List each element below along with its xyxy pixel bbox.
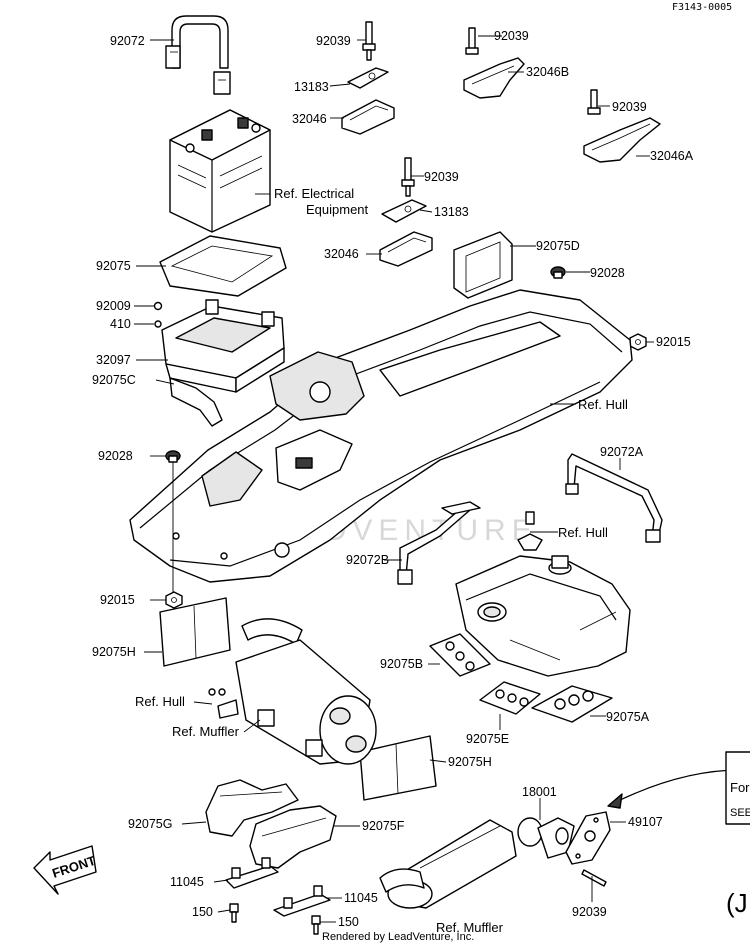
label-ref-electrical[interactable]: Ref. Electrical <box>274 186 354 201</box>
label-32097[interactable]: 32097 <box>96 353 131 367</box>
label-92075[interactable]: 92075 <box>96 259 131 273</box>
label-11045-a[interactable]: 11045 <box>170 875 204 889</box>
side-box-line-1: For <box>730 780 750 795</box>
bracket-32046A-part[interactable] <box>583 117 661 163</box>
label-ref-hull-c[interactable]: Ref. Hull <box>135 694 185 709</box>
label-150-b[interactable]: 150 <box>338 915 359 929</box>
bolt-92039-d-part[interactable] <box>401 157 415 197</box>
battery-pad-part[interactable] <box>159 235 287 297</box>
label-92075D[interactable]: 92075D <box>536 239 580 253</box>
front-direction-arrow: FRONT <box>33 845 98 895</box>
label-32046-b[interactable]: 32046 <box>324 247 359 261</box>
pad-92075B-part[interactable] <box>429 633 491 677</box>
bolt-92039-a-part[interactable] <box>362 21 376 61</box>
hull-clip-part[interactable] <box>517 511 543 551</box>
label-11045-b[interactable]: 11045 <box>344 891 378 905</box>
fuel-strap-92072B-part[interactable] <box>397 501 481 585</box>
bolt-150-b-part[interactable] <box>311 915 321 935</box>
label-ref-muffler-a[interactable]: Ref. Muffler <box>172 724 240 739</box>
pointer-arrow <box>611 769 741 805</box>
label-92072[interactable]: 92072 <box>110 34 145 48</box>
side-box-line-2: SEE <box>730 807 750 819</box>
label-92039-b[interactable]: 92039 <box>494 29 529 43</box>
label-49107[interactable]: 49107 <box>628 815 663 829</box>
bracket-11045-a-part[interactable] <box>225 857 279 889</box>
label-32046B[interactable]: 32046B <box>526 65 569 79</box>
label-92075B[interactable]: 92075B <box>380 657 423 671</box>
bracket-32046B-part[interactable] <box>463 57 525 99</box>
fuel-tank-part[interactable] <box>455 555 631 677</box>
label-92009[interactable]: 92009 <box>96 299 131 313</box>
bracket-32046-b-part[interactable] <box>379 231 433 267</box>
plate-13183-b-part[interactable] <box>381 199 427 223</box>
pad-92075D-part[interactable] <box>453 231 513 299</box>
label-92075A[interactable]: 92075A <box>606 710 650 724</box>
side-reference-box <box>725 751 750 825</box>
muffler-upper-part[interactable] <box>235 618 377 765</box>
label-92039-c[interactable]: 92039 <box>612 100 647 114</box>
label-92015-a[interactable]: 92015 <box>656 335 691 349</box>
bolt-150-a-part[interactable] <box>229 903 239 923</box>
pad-92075H-b-part[interactable] <box>359 735 437 801</box>
washer-410-part[interactable] <box>154 320 162 328</box>
label-13183-a[interactable]: 13183 <box>294 80 329 94</box>
label-13183-b[interactable]: 13183 <box>434 205 469 219</box>
case-pad-92075C-part[interactable] <box>169 377 223 427</box>
label-150-a[interactable]: 150 <box>192 905 213 919</box>
nut-92015-b-part[interactable] <box>165 591 183 609</box>
battery-case-part[interactable] <box>161 299 285 393</box>
leader-lines <box>134 35 654 923</box>
label-92075H-a[interactable]: 92075H <box>92 645 136 659</box>
grommet-92028-b-part[interactable] <box>165 450 181 463</box>
label-ref-hull-a[interactable]: Ref. Hull <box>578 397 628 412</box>
label-32046A[interactable]: 32046A <box>650 149 694 163</box>
pad-92075H-a-part[interactable] <box>159 597 231 667</box>
label-92028-a[interactable]: 92028 <box>590 266 625 280</box>
label-92039-e[interactable]: 92039 <box>572 905 607 919</box>
screw-92009-part[interactable] <box>153 301 163 311</box>
label-18001[interactable]: 18001 <box>522 785 557 799</box>
bolt-92039-e-part[interactable] <box>581 869 607 887</box>
muffler-lower-part[interactable] <box>379 819 517 909</box>
corner-letter: (J <box>726 888 748 918</box>
bolt-92039-b-part[interactable] <box>465 27 479 55</box>
nut-92015-a-part[interactable] <box>629 333 647 351</box>
mount-92075F-part[interactable] <box>249 805 337 869</box>
label-ref-equipment[interactable]: Equipment <box>306 202 369 217</box>
gasket-49107-part[interactable] <box>565 811 611 865</box>
label-92015-b[interactable]: 92015 <box>100 593 135 607</box>
mount-92075G-part[interactable] <box>205 779 299 837</box>
joint-18001-part[interactable] <box>517 817 575 859</box>
label-92075E[interactable]: 92075E <box>466 732 509 746</box>
label-92072B[interactable]: 92072B <box>346 553 389 567</box>
label-32046-a[interactable]: 32046 <box>292 112 327 126</box>
label-92075H-b[interactable]: 92075H <box>448 755 492 769</box>
label-92075C[interactable]: 92075C <box>92 373 136 387</box>
label-ref-hull-b[interactable]: Ref. Hull <box>558 525 608 540</box>
reference-code: F3143-0005 <box>672 2 732 13</box>
bracket-11045-b-part[interactable] <box>273 885 331 917</box>
hull-bolts-muffler-part[interactable] <box>208 688 239 719</box>
pointer-arrowhead <box>607 793 623 809</box>
label-92039-a[interactable]: 92039 <box>316 34 351 48</box>
battery-part[interactable] <box>169 109 271 233</box>
pad-92075A-part[interactable] <box>531 685 613 723</box>
credit-text: Rendered by LeadVenture, Inc. <box>322 931 474 943</box>
pad-92075E-part[interactable] <box>479 681 541 715</box>
label-410[interactable]: 410 <box>110 317 131 331</box>
label-92072A[interactable]: 92072A <box>600 445 644 459</box>
label-ref-muffler-b[interactable]: Ref. Muffler <box>436 920 504 935</box>
bracket-32046-a-part[interactable] <box>341 99 395 135</box>
fuel-strap-92072A-part[interactable] <box>565 453 663 543</box>
grommet-92028-a-part[interactable] <box>550 266 566 279</box>
label-92028-b[interactable]: 92028 <box>98 449 133 463</box>
label-92075F[interactable]: 92075F <box>362 819 405 833</box>
hull-part[interactable] <box>129 289 633 583</box>
bolt-92039-c-part[interactable] <box>587 89 601 115</box>
label-92039-d[interactable]: 92039 <box>424 170 459 184</box>
battery-strap-part[interactable] <box>165 15 231 95</box>
label-92075G[interactable]: 92075G <box>128 817 172 831</box>
plate-13183-a-part[interactable] <box>347 67 389 89</box>
